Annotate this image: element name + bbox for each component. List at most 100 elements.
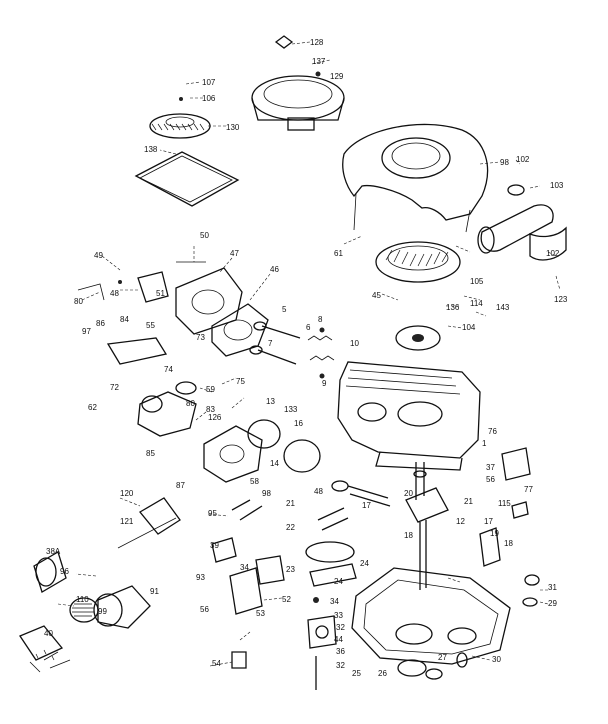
label-1: 1: [482, 439, 487, 448]
label-106: 106: [202, 94, 216, 103]
label-7: 7: [268, 339, 273, 348]
label-55: 55: [146, 321, 155, 330]
label-86: 86: [96, 319, 105, 328]
label-123: 123: [554, 295, 568, 304]
carburetor: [137, 381, 321, 483]
label-17b: 17: [362, 501, 371, 510]
label-130: 130: [226, 123, 240, 132]
leader-lines: [57, 41, 561, 667]
label-136: 136: [446, 303, 460, 312]
label-19: 19: [490, 529, 499, 538]
label-54: 54: [212, 659, 221, 668]
label-104: 104: [462, 323, 476, 332]
label-73: 73: [196, 333, 205, 342]
label-91: 91: [150, 587, 159, 596]
label-129: 129: [330, 72, 344, 81]
cylinder-head: [175, 267, 269, 357]
label-18b: 18: [504, 539, 513, 548]
label-114: 114: [470, 299, 483, 308]
label-98b: 98: [262, 489, 271, 498]
label-45: 45: [372, 291, 381, 300]
label-56: 56: [486, 475, 495, 484]
governor-parts: [307, 597, 337, 690]
label-103: 103: [550, 181, 564, 190]
label-34: 34: [240, 563, 249, 572]
label-32: 32: [336, 623, 345, 632]
label-128: 128: [310, 38, 324, 47]
label-32b: 32: [336, 661, 345, 670]
blower-housing: [342, 123, 489, 233]
label-143: 143: [496, 303, 510, 312]
label-29: 29: [548, 599, 557, 608]
label-51: 51: [156, 289, 165, 298]
label-36: 36: [336, 647, 345, 656]
air-filter-assembly: [19, 551, 151, 661]
label-21b: 21: [286, 499, 295, 508]
label-61: 61: [334, 249, 343, 258]
label-74: 74: [164, 365, 173, 374]
part-labels: 128 137 129 107 106 130 138 98 102 103 1…: [44, 38, 568, 678]
label-52: 52: [282, 595, 291, 604]
label-50: 50: [200, 231, 209, 240]
label-48: 48: [110, 289, 119, 298]
label-110: 110: [76, 595, 89, 604]
label-96: 96: [60, 567, 69, 576]
label-24: 24: [334, 577, 343, 586]
muffler: [477, 184, 567, 261]
label-16: 16: [294, 419, 303, 428]
label-59: 59: [206, 385, 215, 394]
label-107: 107: [202, 78, 216, 87]
label-47: 47: [230, 249, 239, 258]
label-39: 39: [210, 541, 219, 550]
label-5: 5: [282, 305, 287, 314]
label-138: 138: [144, 145, 158, 154]
label-25: 25: [352, 669, 361, 678]
label-95: 95: [208, 509, 217, 518]
label-27: 27: [438, 653, 447, 662]
label-102b: 102: [546, 249, 560, 258]
label-37: 37: [486, 463, 495, 472]
label-93: 93: [196, 573, 205, 582]
label-38a: 38A: [46, 547, 61, 556]
control-bracket: [77, 261, 206, 365]
label-102: 102: [516, 155, 530, 164]
flywheel: [375, 241, 461, 351]
label-126: 126: [208, 413, 222, 422]
label-121: 121: [120, 517, 134, 526]
label-46: 46: [270, 265, 279, 274]
label-133: 133: [284, 405, 298, 414]
label-77: 77: [524, 485, 533, 494]
camshaft-piston: [305, 480, 391, 587]
label-9: 9: [322, 379, 327, 388]
label-40: 40: [44, 629, 53, 638]
label-17: 17: [484, 517, 493, 526]
label-44: 44: [334, 635, 343, 644]
label-22: 22: [286, 523, 295, 532]
label-105: 105: [470, 277, 484, 286]
hardware-right: [456, 447, 540, 668]
label-97: 97: [82, 327, 91, 336]
label-21: 21: [464, 497, 473, 506]
label-30: 30: [492, 655, 501, 664]
label-48b: 48: [314, 487, 323, 496]
label-84: 84: [120, 315, 129, 324]
label-14: 14: [270, 459, 279, 468]
label-62: 62: [88, 403, 97, 412]
label-76: 76: [488, 427, 497, 436]
label-26: 26: [378, 669, 387, 678]
label-10: 10: [350, 339, 359, 348]
label-80b: 80: [186, 399, 195, 408]
crankshaft: [405, 462, 449, 590]
label-137: 137: [312, 57, 326, 66]
label-72: 72: [110, 383, 119, 392]
label-120: 120: [120, 489, 134, 498]
label-53: 53: [256, 609, 265, 618]
label-6: 6: [306, 323, 311, 332]
label-75: 75: [236, 377, 245, 386]
rewind-starter: [251, 35, 345, 131]
bracket-parts: [211, 537, 285, 669]
label-20: 20: [404, 489, 413, 498]
label-56b: 56: [200, 605, 209, 614]
